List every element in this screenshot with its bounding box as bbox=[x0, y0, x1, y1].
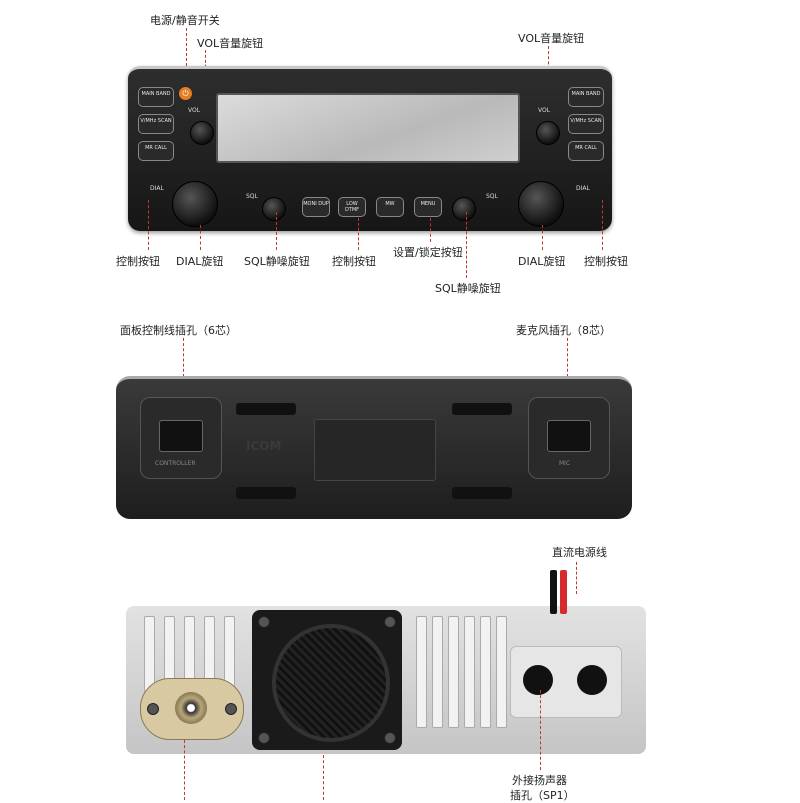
mount-slot bbox=[452, 487, 512, 499]
heatsink-fin bbox=[416, 616, 427, 728]
screw-icon bbox=[147, 703, 159, 715]
label-ctrl-right: 控制按钮 bbox=[584, 255, 628, 268]
button-low-dtmf[interactable]: LOW DTMF bbox=[338, 197, 366, 217]
sql-label-left: SQL bbox=[246, 193, 258, 200]
screw-icon bbox=[384, 616, 396, 628]
fan-grille bbox=[272, 624, 390, 742]
label-mic-jack: 麦克风插孔（8芯） bbox=[516, 324, 611, 337]
mount-slot bbox=[236, 403, 296, 415]
label-ext-speaker: 外接扬声器 bbox=[512, 774, 567, 787]
left-button-vmhz-scan[interactable]: V/MHz SCAN bbox=[138, 114, 174, 134]
dc-cable-red bbox=[560, 570, 567, 614]
controller-jack[interactable] bbox=[159, 420, 203, 452]
vol-knob-right[interactable] bbox=[536, 121, 560, 145]
leader-settings bbox=[430, 218, 431, 242]
leader-ctrl-center bbox=[358, 218, 359, 250]
power-icon[interactable]: ⏻ bbox=[179, 87, 192, 100]
heatsink-fin bbox=[464, 616, 475, 728]
mic-jack[interactable] bbox=[547, 420, 591, 452]
speaker-jack-box bbox=[510, 646, 622, 718]
leader-ctrl-left bbox=[148, 200, 149, 250]
screw-icon bbox=[384, 732, 396, 744]
right-button-mr-call[interactable]: MR CALL bbox=[568, 141, 604, 161]
vol-knob-left[interactable] bbox=[190, 121, 214, 145]
antenna-connector[interactable] bbox=[140, 678, 244, 740]
dial-label-left: DIAL bbox=[150, 185, 164, 192]
leader-fan bbox=[323, 755, 324, 800]
controller-jack-label: CONTROLLER bbox=[155, 460, 196, 467]
leader-antenna bbox=[184, 740, 185, 800]
leader-dc-cable bbox=[576, 562, 577, 594]
screw-icon bbox=[258, 616, 270, 628]
left-button-mr-call[interactable]: MR CALL bbox=[138, 141, 174, 161]
label-panel-jack: 面板控制线插孔（6芯） bbox=[120, 324, 237, 337]
antenna-core bbox=[175, 692, 207, 724]
mount-slot bbox=[452, 403, 512, 415]
button-menu[interactable]: MENU bbox=[414, 197, 442, 217]
button-mw[interactable]: MW bbox=[376, 197, 404, 217]
leader-dial-left bbox=[200, 225, 201, 250]
label-sql-right: SQL静噪旋钮 bbox=[435, 282, 501, 295]
dial-label-right: DIAL bbox=[576, 185, 590, 192]
mic-jack-box: MIC bbox=[528, 397, 610, 479]
brand-logo: ICOM bbox=[246, 439, 282, 453]
vol-label-right: VOL bbox=[538, 107, 551, 114]
label-dc-cable: 直流电源线 bbox=[552, 546, 607, 559]
leader-dial-right bbox=[542, 225, 543, 250]
heatsink-fin bbox=[496, 616, 507, 728]
sql-knob-left[interactable] bbox=[262, 197, 286, 221]
heatsink-fin bbox=[432, 616, 443, 728]
sql-label-right: SQL bbox=[486, 193, 498, 200]
leader-ctrl-right bbox=[602, 200, 603, 250]
label-ext-speaker-2: 插孔（SP1） bbox=[510, 789, 575, 802]
speaker-jack-1[interactable] bbox=[523, 665, 553, 695]
leader-sql-right bbox=[466, 212, 467, 278]
label-sql-left: SQL静噪旋钮 bbox=[244, 255, 310, 268]
label-dial-right: DIAL旋钮 bbox=[518, 255, 566, 268]
speaker-jack-2[interactable] bbox=[577, 665, 607, 695]
leader-sql-left bbox=[276, 212, 277, 250]
dial-knob-left[interactable] bbox=[172, 181, 218, 227]
front-panel: ⏻ VOL VOL MAIN BAND V/MHz SCAN MR CALL M… bbox=[128, 66, 612, 231]
cooling-fan bbox=[252, 610, 402, 750]
label-power-mute: 电源/静音开关 bbox=[150, 14, 220, 27]
label-dial-left: DIAL旋钮 bbox=[176, 255, 224, 268]
right-button-main-band[interactable]: MAIN BAND bbox=[568, 87, 604, 107]
screw-icon bbox=[258, 732, 270, 744]
label-settings-lock: 设置/锁定按钮 bbox=[393, 246, 463, 259]
lcd-screen bbox=[216, 93, 520, 163]
dial-knob-right[interactable] bbox=[518, 181, 564, 227]
heatsink-fin bbox=[480, 616, 491, 728]
heatsink-fin bbox=[144, 616, 155, 692]
dc-cable-black bbox=[550, 570, 557, 614]
center-recess bbox=[314, 419, 436, 481]
sql-knob-right[interactable] bbox=[452, 197, 476, 221]
vol-label-left: VOL bbox=[188, 107, 201, 114]
label-vol-right: VOL音量旋钮 bbox=[518, 32, 585, 45]
mount-slot bbox=[236, 487, 296, 499]
leader-power bbox=[186, 28, 187, 86]
heatsink-fin bbox=[448, 616, 459, 728]
label-vol-left: VOL音量旋钮 bbox=[197, 37, 264, 50]
label-ctrl-center: 控制按钮 bbox=[332, 255, 376, 268]
label-ctrl-left: 控制按钮 bbox=[116, 255, 160, 268]
left-button-main-band[interactable]: MAIN BAND bbox=[138, 87, 174, 107]
controller-jack-box: CONTROLLER bbox=[140, 397, 222, 479]
screw-icon bbox=[225, 703, 237, 715]
mic-jack-label: MIC bbox=[559, 460, 571, 467]
button-moni-dup[interactable]: MONI DUP bbox=[302, 197, 330, 217]
panel-rear: CONTROLLER MIC ICOM bbox=[116, 376, 632, 519]
main-unit-rear bbox=[126, 570, 646, 754]
right-button-vmhz-scan[interactable]: V/MHz SCAN bbox=[568, 114, 604, 134]
leader-ext-speaker bbox=[540, 690, 541, 770]
